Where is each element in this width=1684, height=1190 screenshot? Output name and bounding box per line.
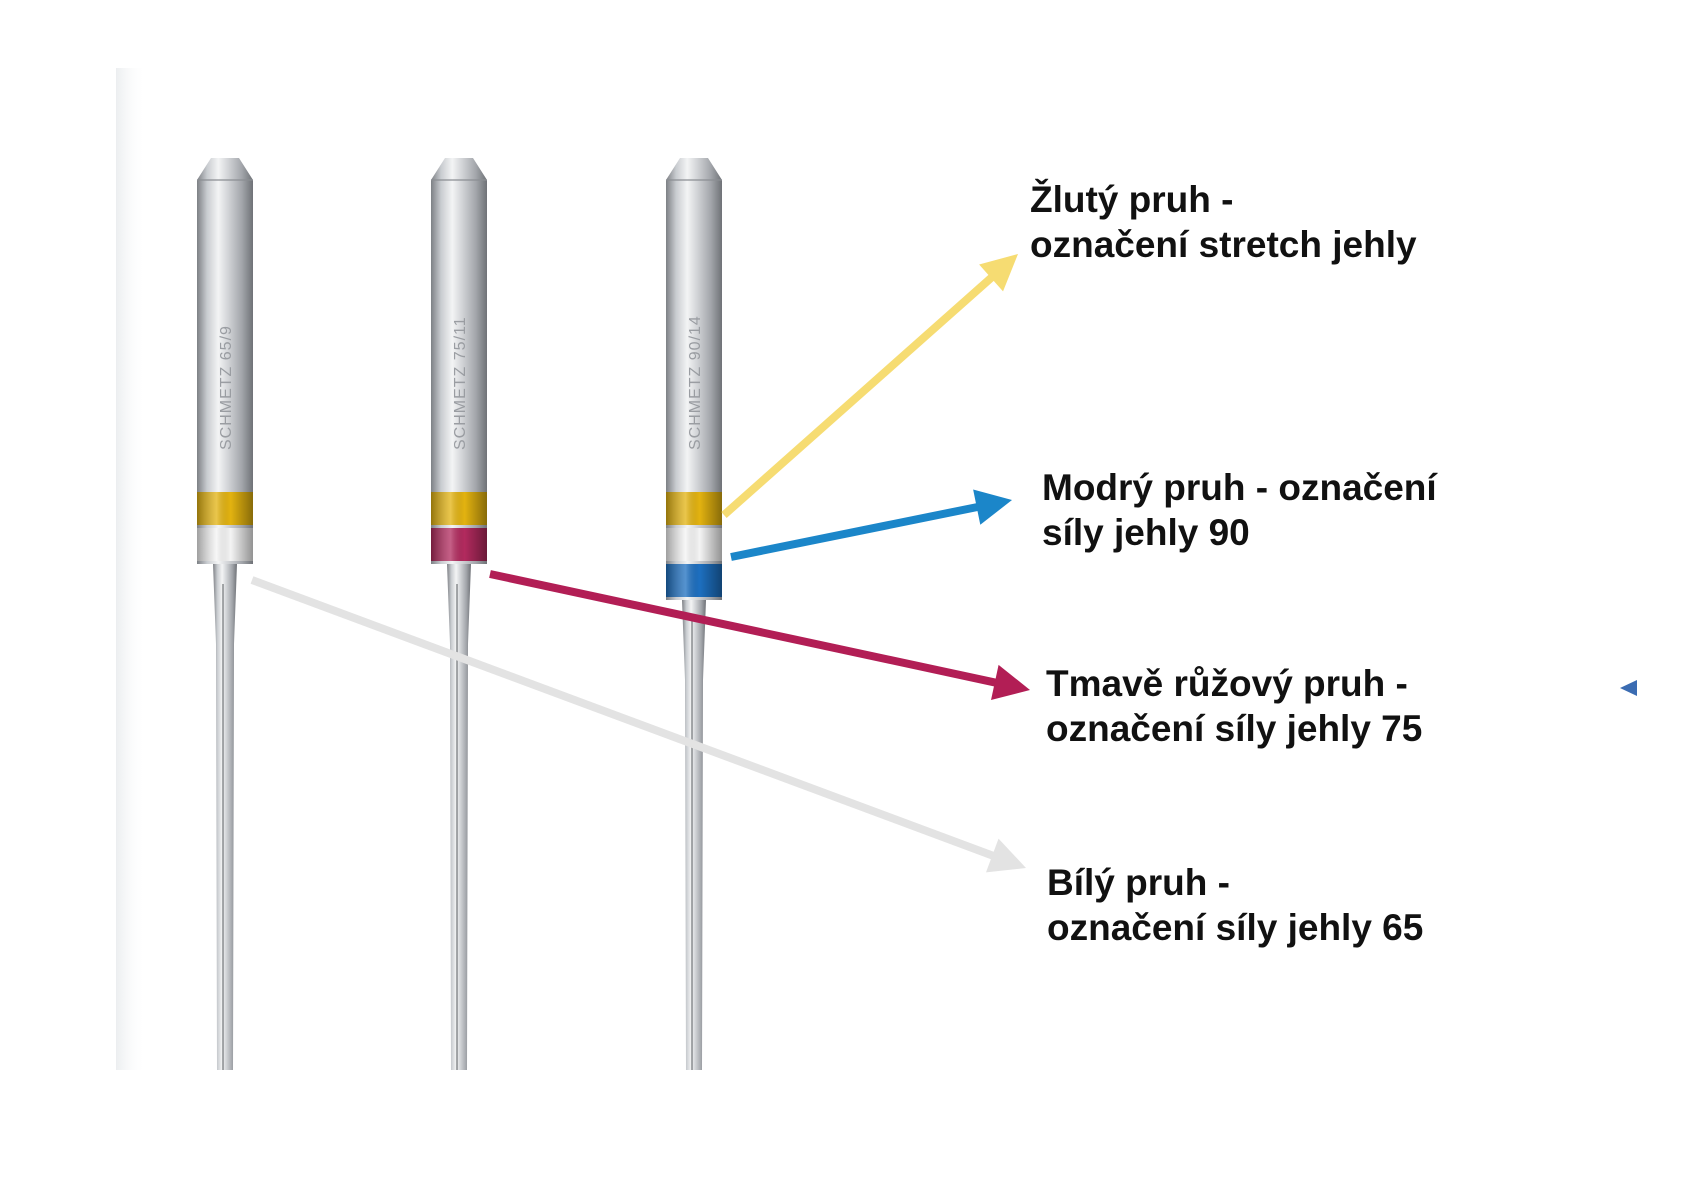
needle-engraving: SCHMETZ 90/14 — [687, 315, 704, 450]
needle-2: SCHMETZ 75/11 — [431, 158, 487, 1070]
callout-pink-label: Tmavě růžový pruh - označení síly jehly … — [1046, 661, 1422, 751]
photo-edge-shade — [116, 68, 146, 1070]
arrow-shaft — [250, 576, 998, 861]
needle-band-shading — [666, 528, 722, 561]
needle-shank — [431, 158, 487, 564]
arrow-head — [985, 838, 1026, 873]
callout-white-label: Bílý pruh - označení síly jehly 65 — [1047, 860, 1423, 950]
arrow-head — [979, 254, 1018, 292]
callout-white-line1: Bílý pruh - — [1047, 862, 1230, 903]
needle-band-shading — [666, 492, 722, 525]
needle-engraving: SCHMETZ 65/9 — [218, 325, 235, 450]
callout-yellow-line2: označení stretch jehly — [1030, 224, 1417, 265]
callout-yellow-label: Žlutý pruh - označení stretch jehly — [1030, 177, 1417, 267]
arrow-yellow — [721, 254, 1018, 518]
needle-band-shading — [666, 564, 722, 597]
needle-blade — [447, 564, 471, 1070]
needle-band-shading — [197, 528, 253, 561]
arrow-shaft — [721, 272, 997, 518]
needle-band-shading — [431, 528, 487, 561]
arrow-shaft — [730, 502, 982, 561]
needle-band-shading — [431, 492, 487, 525]
callout-yellow-line1: Žlutý pruh - — [1030, 179, 1234, 220]
needle-blade — [682, 600, 706, 1070]
stray-triangle-marker — [1620, 680, 1637, 696]
needle-band-shading — [197, 492, 253, 525]
needle-3: SCHMETZ 90/14 — [666, 158, 722, 1070]
arrows-group — [250, 254, 1030, 873]
needle-engraving: SCHMETZ 75/11 — [452, 316, 469, 450]
arrow-pink — [489, 570, 1030, 701]
callout-white-line2: označení síly jehly 65 — [1047, 907, 1424, 948]
arrow-head — [973, 489, 1012, 525]
needle-shank — [666, 158, 722, 600]
needle-1: SCHMETZ 65/9 — [197, 158, 253, 1070]
arrow-blue — [730, 489, 1012, 561]
arrow-head — [991, 664, 1030, 701]
needle-shank — [197, 158, 253, 564]
needle-blade — [213, 564, 237, 1070]
callout-pink-line2: označení síly jehly 75 — [1046, 708, 1423, 749]
arrow-white — [250, 576, 1026, 873]
arrow-shaft — [489, 570, 1000, 688]
callout-blue-line1: Modrý pruh - označení — [1042, 467, 1437, 508]
callout-blue-label: Modrý pruh - označení síly jehly 90 — [1042, 465, 1437, 555]
callout-pink-line1: Tmavě růžový pruh - — [1046, 663, 1408, 704]
callout-blue-line2: síly jehly 90 — [1042, 512, 1250, 553]
needles-group: SCHMETZ 65/9 SCHMETZ 75/11 SCHMETZ 90/14 — [197, 158, 722, 1070]
